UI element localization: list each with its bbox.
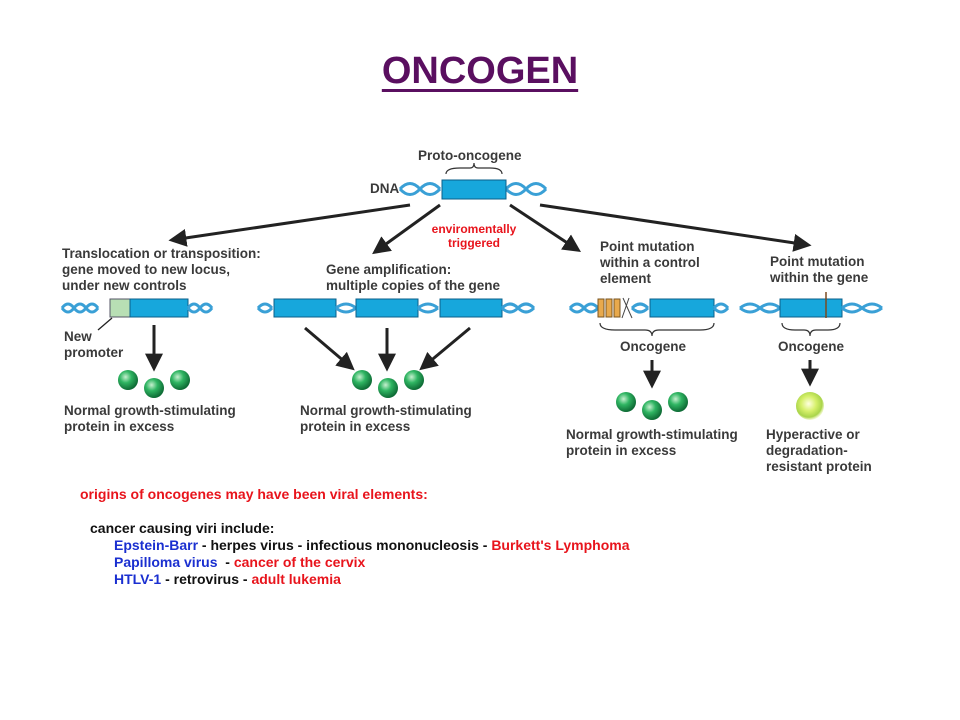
dna-top [398,162,548,200]
protein-ball [170,370,190,390]
virus-desc: - [217,554,234,570]
branch-gene-mutation-dna [739,292,883,337]
gene-oncogene-label: Oncogene [778,339,845,354]
environmental-trigger-label: enviromentally triggered [431,222,517,250]
virus-row: Epstein-Barr - herpes virus - infectious… [80,537,629,554]
virus-row: HTLV-1 - retrovirus - adult lukemia [80,571,629,588]
control-mutation-heading: Point mutation within a control element [600,239,700,286]
virus-disease: adult lukemia [251,571,341,587]
amplification-result: Normal growth-stimulating protein in exc… [300,403,472,434]
translocation-heading: Translocation or transposition: gene mov… [62,246,261,293]
virus-name: Epstein-Barr [114,537,199,553]
virus-name: Papilloma virus [114,554,218,570]
virus-desc: - herpes virus - infectious mononucleosi… [198,537,492,553]
intro-line: cancer causing viri include: [90,520,275,536]
protein-ball [352,370,372,390]
origins-line: origins of oncogenes may have been viral… [80,486,428,502]
protein-ball [642,400,662,420]
protein-ball [378,378,398,398]
protein-ball [668,392,688,412]
gene-mutation-heading: Point mutation within the gene [770,254,869,285]
page-title: ONCOGEN [381,50,579,92]
virus-desc: - retrovirus - [161,571,252,587]
dna-label: DNA [370,181,400,196]
virus-row: Papilloma virus - cancer of the cervix [80,554,629,571]
translocation-result: Normal growth-stimulating protein in exc… [64,403,236,434]
branch-translocation-dna [60,298,214,331]
protein-ball [144,378,164,398]
branch-amplification-dna [256,298,536,318]
protein-ball [616,392,636,412]
viral-origins-notes: origins of oncogenes may have been viral… [80,486,629,588]
hyperactive-protein-ball [796,392,824,420]
control-oncogene-label: Oncogene [620,339,687,354]
branch-control-mutation-dna [568,297,730,337]
virus-name: HTLV-1 [114,571,162,587]
gene-mutation-result: Hyperactive or degradation- resistant pr… [766,427,872,474]
proto-oncogene-gene [441,179,507,200]
virus-disease: cancer of the cervix [233,554,366,570]
amplification-heading: Gene amplification: multiple copies of t… [326,262,501,293]
proto-oncogene-label: Proto-oncogene [418,148,522,163]
protein-ball [118,370,138,390]
control-mutation-result: Normal growth-stimulating protein in exc… [566,427,738,458]
protein-ball [404,370,424,390]
virus-disease: Burkett's Lymphoma [491,537,630,553]
new-promoter-label: New promoter [64,329,124,360]
